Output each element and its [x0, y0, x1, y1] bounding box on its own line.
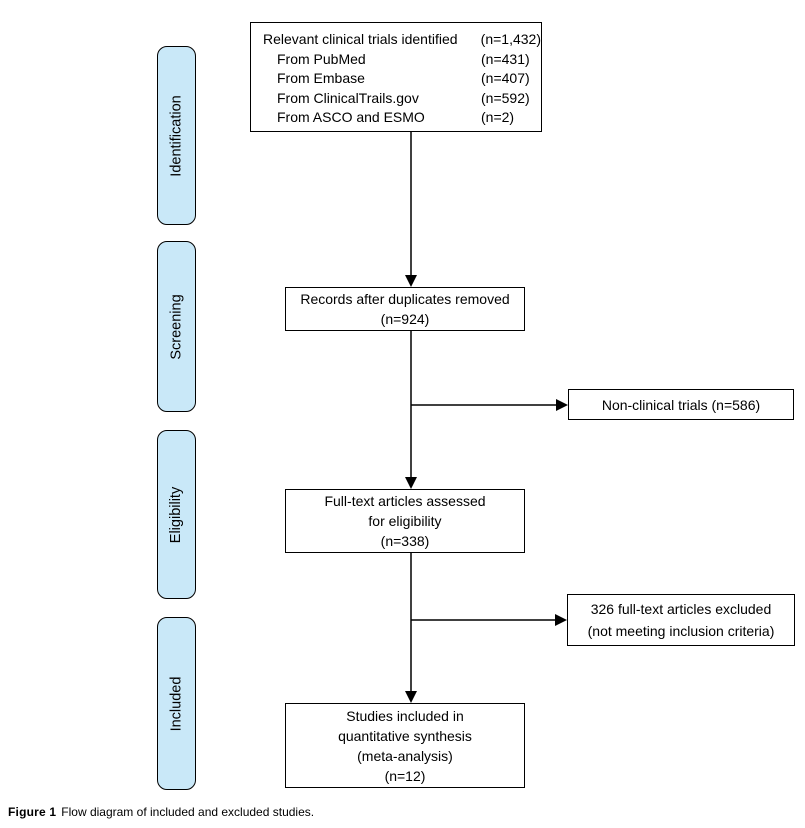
stage-label-text: Eligibility	[168, 486, 185, 543]
box-line: 326 full-text articles excluded	[590, 601, 772, 617]
source-label: From ASCO and ESMO	[277, 109, 425, 125]
box-line: (meta-analysis)	[357, 747, 453, 764]
box-line: (not meeting inclusion criteria)	[587, 623, 775, 639]
box-records-identified: Relevant clinical trials identified (n=1…	[250, 22, 542, 132]
source-count: (n=592)	[481, 89, 530, 106]
box-line: quantitative synthesis	[338, 727, 472, 744]
stage-label-text: Screening	[168, 293, 185, 360]
box-full-text-excluded: 326 full-text articles excluded (not mee…	[567, 594, 795, 646]
arrowhead-down-icon	[405, 477, 417, 489]
stage-label-identification: Identification	[157, 46, 196, 225]
source-count: (n=407)	[481, 70, 530, 86]
record-source-row: From Embase (n=407)	[251, 69, 541, 89]
source-label: From ClinicalTrails.gov	[277, 89, 419, 106]
figure-caption-text: Flow diagram of included and excluded st…	[61, 805, 315, 819]
arrowhead-down-icon	[405, 691, 417, 703]
arrowhead-down-icon	[405, 275, 417, 287]
box-full-text-assessed: Full-text articles assessed for eligibil…	[285, 489, 525, 553]
source-label: From Embase	[277, 70, 365, 86]
record-source-row: From ClinicalTrails.gov (n=592)	[251, 89, 541, 109]
source-count: (n=1,432)	[480, 31, 541, 47]
source-label: From PubMed	[277, 50, 366, 67]
box-line: (n=924)	[380, 311, 430, 327]
figure-caption: Figure 1 Flow diagram of included and exc…	[8, 805, 314, 819]
record-source-row: From ASCO and ESMO (n=2)	[251, 108, 541, 128]
source-count: (n=2)	[481, 109, 515, 125]
stage-label-screening: Screening	[157, 241, 196, 412]
arrowhead-right-icon	[556, 399, 568, 411]
box-line: for eligibility	[368, 513, 442, 529]
stage-label-text: Identification	[168, 94, 185, 177]
box-studies-included: Studies included in quantitative synthes…	[285, 703, 525, 788]
record-source-row: From PubMed (n=431)	[251, 50, 541, 70]
figure-caption-label: Figure 1	[8, 805, 57, 819]
box-line: Records after duplicates removed	[300, 291, 510, 307]
box-line: Full-text articles assessed	[324, 493, 486, 509]
arrowhead-right-icon	[555, 614, 567, 626]
box-non-clinical-trials: Non-clinical trials (n=586)	[568, 389, 794, 420]
box-duplicates-removed: Records after duplicates removed (n=924)	[285, 287, 525, 331]
source-label: Relevant clinical trials identified	[263, 31, 458, 47]
stage-label-included: Included	[157, 617, 196, 790]
box-line: (n=338)	[380, 533, 430, 549]
stage-label-text: Included	[168, 676, 185, 731]
box-line: Non-clinical trials (n=586)	[601, 396, 761, 413]
record-source-row: Relevant clinical trials identified (n=1…	[251, 30, 541, 50]
box-line: Studies included in	[346, 707, 464, 724]
box-line: (n=12)	[384, 767, 426, 784]
source-count: (n=431)	[481, 50, 530, 67]
stage-label-eligibility: Eligibility	[157, 430, 196, 599]
